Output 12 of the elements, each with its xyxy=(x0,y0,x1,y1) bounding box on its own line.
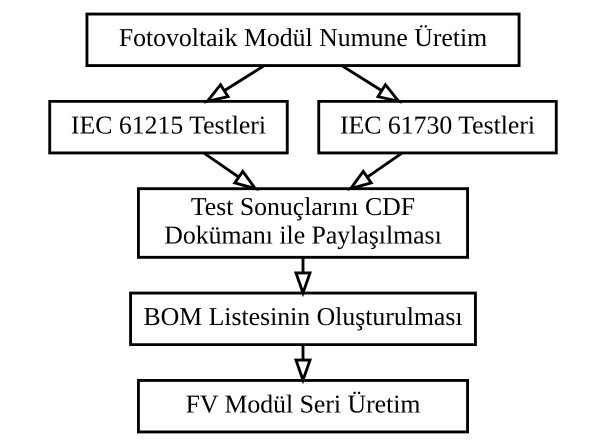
node-box: Fotovoltaik Modül Numune Üretim xyxy=(85,12,520,68)
node-box: Test Sonuçlarını CDF Dokümanı ile Paylaşılması xyxy=(136,187,468,259)
arrow xyxy=(340,64,402,104)
arrow xyxy=(202,152,258,192)
arrow xyxy=(203,64,264,104)
node-box: BOM Listesinin Oluşturulması xyxy=(128,292,476,346)
node-box: FV Modül Seri Üretim xyxy=(136,378,468,434)
arrow xyxy=(293,344,312,384)
arrow xyxy=(293,257,312,298)
node-box: IEC 61215 Testleri xyxy=(48,100,288,154)
arrow xyxy=(346,152,402,192)
node-box: IEC 61730 Testleri xyxy=(316,100,558,154)
